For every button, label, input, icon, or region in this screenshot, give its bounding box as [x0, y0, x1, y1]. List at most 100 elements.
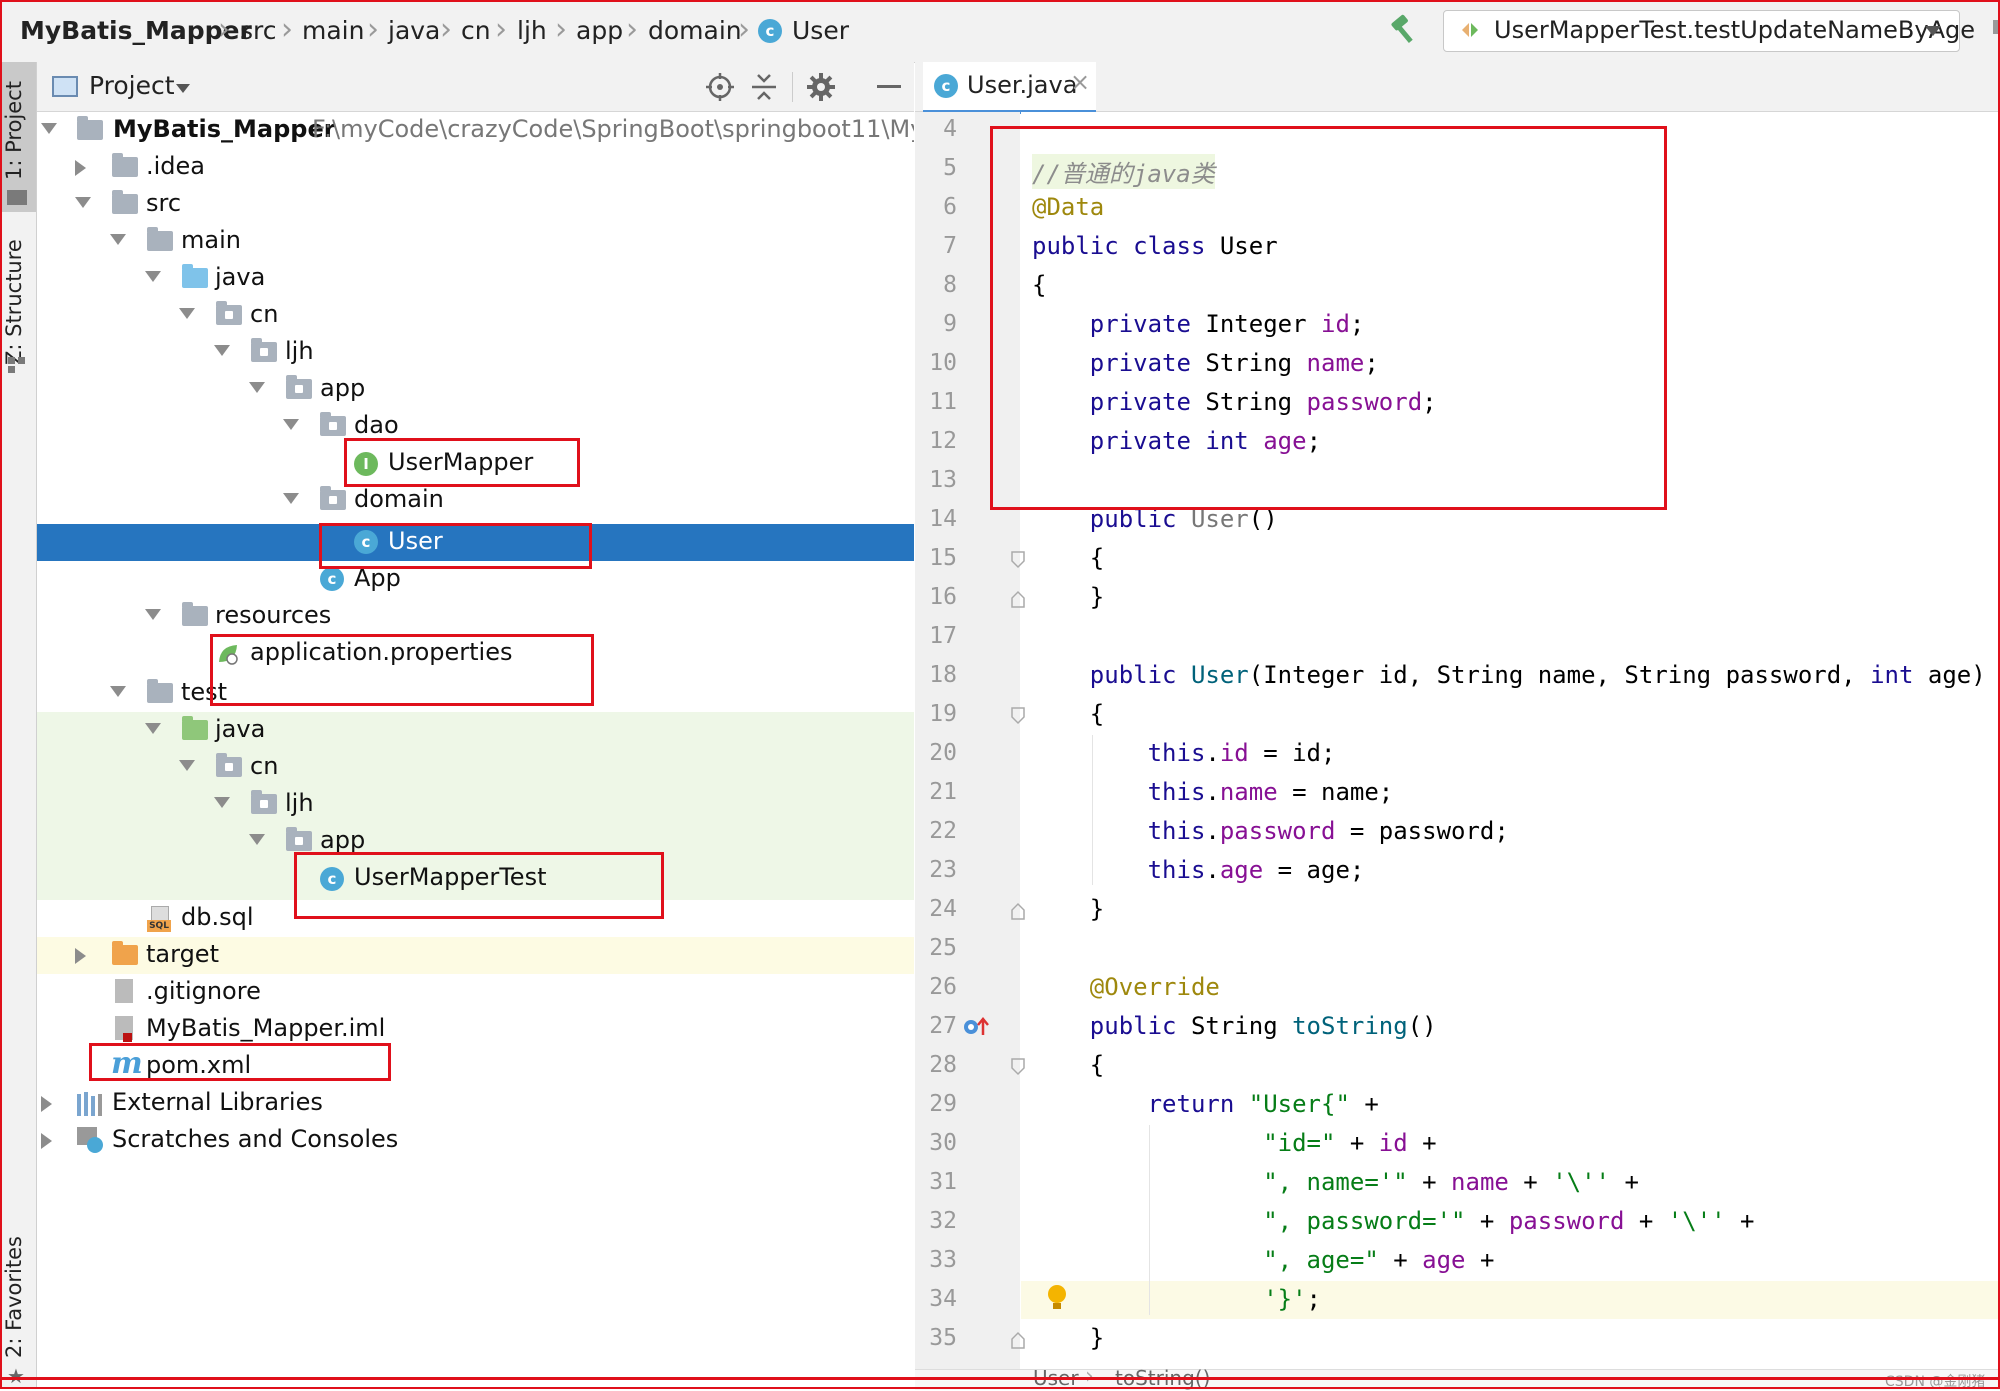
- breadcrumb-ljh[interactable]: ljh: [517, 16, 547, 45]
- collapse-arrow-icon[interactable]: [41, 1096, 52, 1112]
- collapse-arrow-icon[interactable]: [41, 1133, 52, 1149]
- run-configuration-selector[interactable]: UserMapperTest.testUpdateNameByAge: [1443, 10, 1975, 52]
- watermark: CSDN @金刚猪: [1885, 1374, 1986, 1390]
- tree-item-application-properties[interactable]: application.properties: [37, 635, 914, 672]
- breadcrumb-cn[interactable]: cn: [461, 16, 491, 45]
- tree-item-domain[interactable]: domain: [37, 482, 914, 519]
- override-method-icon[interactable]: [962, 1015, 990, 1039]
- expand-arrow-icon[interactable]: [249, 834, 265, 845]
- module-badge-icon: [123, 1033, 132, 1042]
- expand-arrow-icon[interactable]: [110, 234, 126, 245]
- expand-arrow-icon[interactable]: [249, 382, 265, 393]
- fold-marker-icon[interactable]: [1010, 707, 1026, 725]
- line-number: 31: [929, 1169, 957, 1195]
- tree-item-ljh[interactable]: ljh: [37, 334, 914, 371]
- tree-item-test-java[interactable]: java: [37, 712, 914, 749]
- tree-item-user-selected[interactable]: c User: [37, 524, 914, 561]
- source-folder-icon: [182, 264, 208, 288]
- breadcrumb-user[interactable]: User: [792, 16, 849, 45]
- expand-arrow-icon[interactable]: [110, 686, 126, 697]
- code-line: ", password='" + password + '\'' +: [1263, 1207, 1755, 1235]
- line-number: 17: [929, 623, 957, 649]
- expand-arrow-icon[interactable]: [145, 609, 161, 620]
- expand-arrow-icon[interactable]: [145, 271, 161, 282]
- tab-user-java[interactable]: c User.java ×: [923, 62, 1096, 114]
- tree-item-idea[interactable]: .idea: [37, 149, 914, 186]
- structure-icon: [8, 357, 26, 373]
- code-line: {: [1032, 700, 1105, 728]
- code-editor[interactable]: [1021, 112, 2000, 1377]
- locate-file-icon[interactable]: [705, 72, 735, 102]
- tree-label: app: [320, 374, 366, 402]
- tree-item-test-cn[interactable]: cn: [37, 749, 914, 786]
- breadcrumb-src[interactable]: src: [240, 16, 277, 45]
- build-hammer-icon[interactable]: [1390, 14, 1420, 44]
- tree-item-resources[interactable]: resources: [37, 598, 914, 635]
- tree-item-usermappertest[interactable]: c UserMapperTest: [37, 860, 914, 897]
- package-icon: [286, 827, 312, 851]
- tree-label: MyBatis_Mapper: [113, 115, 336, 143]
- tree-item-cn[interactable]: cn: [37, 297, 914, 334]
- breadcrumb-java[interactable]: java: [388, 16, 441, 45]
- project-tool-tab[interactable]: 1: Project: [2, 81, 26, 181]
- breadcrumb-separator: ›: [738, 12, 750, 47]
- tree-item-gitignore[interactable]: .gitignore: [37, 974, 914, 1011]
- tree-item-main-java[interactable]: java: [37, 260, 914, 297]
- breadcrumb-separator: ›: [495, 12, 507, 47]
- structure-tool-tab[interactable]: Z: Structure: [2, 239, 26, 365]
- tree-item-src[interactable]: src: [37, 186, 914, 223]
- tree-item-app[interactable]: app: [37, 371, 914, 408]
- minimize-icon[interactable]: [877, 85, 901, 88]
- tree-item-usermapper[interactable]: I UserMapper: [37, 445, 914, 482]
- expand-arrow-icon[interactable]: [214, 797, 230, 808]
- tree-item-iml[interactable]: MyBatis_Mapper.iml: [37, 1011, 914, 1048]
- fold-marker-icon[interactable]: [1010, 590, 1026, 608]
- tree-item-test-ljh[interactable]: ljh: [37, 786, 914, 823]
- tree-label: java: [215, 715, 266, 743]
- favorites-tool-tab[interactable]: 2: Favorites: [2, 1236, 26, 1358]
- tree-item-pom-xml[interactable]: m pom.xml: [37, 1046, 914, 1085]
- expand-arrow-icon[interactable]: [75, 197, 91, 208]
- breadcrumb-main[interactable]: main: [302, 16, 365, 45]
- tree-item-target[interactable]: target: [37, 937, 914, 974]
- tree-label: User: [388, 527, 443, 555]
- expand-arrow-icon[interactable]: [283, 419, 299, 430]
- fold-marker-icon[interactable]: [1010, 551, 1026, 569]
- line-number: 25: [929, 935, 957, 961]
- tree-item-test[interactable]: test: [37, 675, 914, 712]
- project-view-title[interactable]: Project: [89, 71, 175, 100]
- breadcrumb-project[interactable]: MyBatis_Mapper: [20, 16, 252, 45]
- fold-marker-icon[interactable]: [1010, 1331, 1026, 1349]
- fold-marker-icon[interactable]: [1010, 1058, 1026, 1076]
- tree-item-test-app[interactable]: app: [37, 823, 914, 860]
- collapse-all-icon[interactable]: [749, 72, 779, 102]
- tree-item-db-sql[interactable]: SQL db.sql: [37, 900, 914, 937]
- tree-item-external-libraries[interactable]: External Libraries: [37, 1085, 914, 1122]
- expand-arrow-icon[interactable]: [179, 308, 195, 319]
- expand-arrow-icon[interactable]: [145, 723, 161, 734]
- chevron-down-icon[interactable]: [175, 82, 191, 94]
- tree-item-scratches[interactable]: Scratches and Consoles: [37, 1122, 914, 1159]
- fold-marker-icon[interactable]: [1010, 902, 1026, 920]
- expand-arrow-icon[interactable]: [214, 345, 230, 356]
- package-icon: [251, 338, 277, 362]
- tree-item-project-root[interactable]: MyBatis_Mapper F:\myCode\crazyCode\Sprin…: [37, 112, 914, 149]
- line-number: 20: [929, 740, 957, 766]
- line-number: 26: [929, 974, 957, 1000]
- close-icon[interactable]: ×: [1070, 68, 1091, 96]
- tree-item-dao[interactable]: dao: [37, 408, 914, 445]
- indent-guide: [1149, 1125, 1150, 1315]
- expand-arrow-icon[interactable]: [283, 493, 299, 504]
- collapse-arrow-icon[interactable]: [75, 948, 86, 964]
- collapse-arrow-icon[interactable]: [75, 160, 86, 176]
- gear-icon[interactable]: [806, 72, 836, 102]
- project-tool-tab-active[interactable]: [0, 62, 36, 212]
- expand-arrow-icon[interactable]: [179, 760, 195, 771]
- tree-item-main[interactable]: main: [37, 223, 914, 260]
- expand-arrow-icon[interactable]: [41, 123, 57, 134]
- breadcrumb-domain[interactable]: domain: [648, 16, 742, 45]
- line-number: 34: [929, 1286, 957, 1312]
- breadcrumb-app[interactable]: app: [576, 16, 624, 45]
- lightbulb-icon[interactable]: [1045, 1283, 1069, 1313]
- package-icon: [286, 375, 312, 399]
